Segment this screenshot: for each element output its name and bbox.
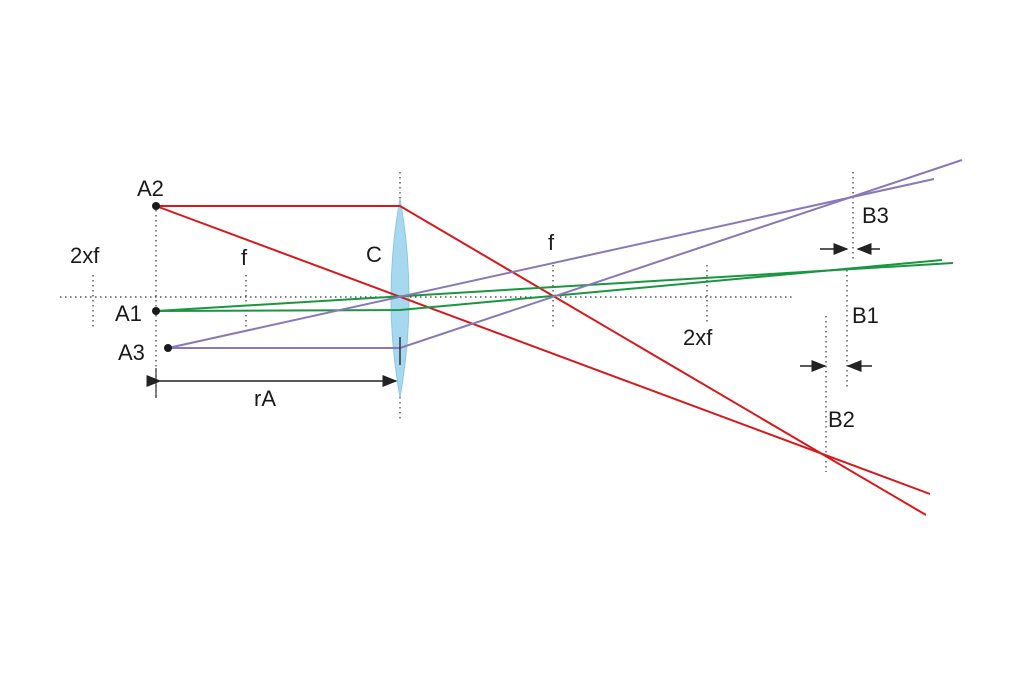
- label-a3: A3: [118, 340, 145, 365]
- label-two-f-right: 2xf: [683, 325, 713, 350]
- ray-a1-center: [155, 262, 954, 312]
- label-a2: A2: [137, 176, 164, 201]
- ray-a2-center: [155, 205, 931, 495]
- ray-a1-lower: [155, 259, 943, 312]
- label-b1: B1: [852, 303, 879, 328]
- label-b2: B2: [828, 407, 855, 432]
- ray-a3-center: [167, 178, 935, 349]
- label-a1: A1: [115, 301, 142, 326]
- point-a1: [152, 307, 160, 315]
- label-b3: B3: [862, 203, 889, 228]
- point-a2: [152, 202, 160, 210]
- label-center: C: [366, 242, 382, 267]
- point-a3: [164, 344, 172, 352]
- label-ra: rA: [254, 386, 276, 411]
- label-f-left: f: [241, 245, 248, 270]
- label-f-right: f: [548, 230, 555, 255]
- ray-a2-parallel: [156, 205, 927, 516]
- label-two-f-left: 2xf: [70, 243, 100, 268]
